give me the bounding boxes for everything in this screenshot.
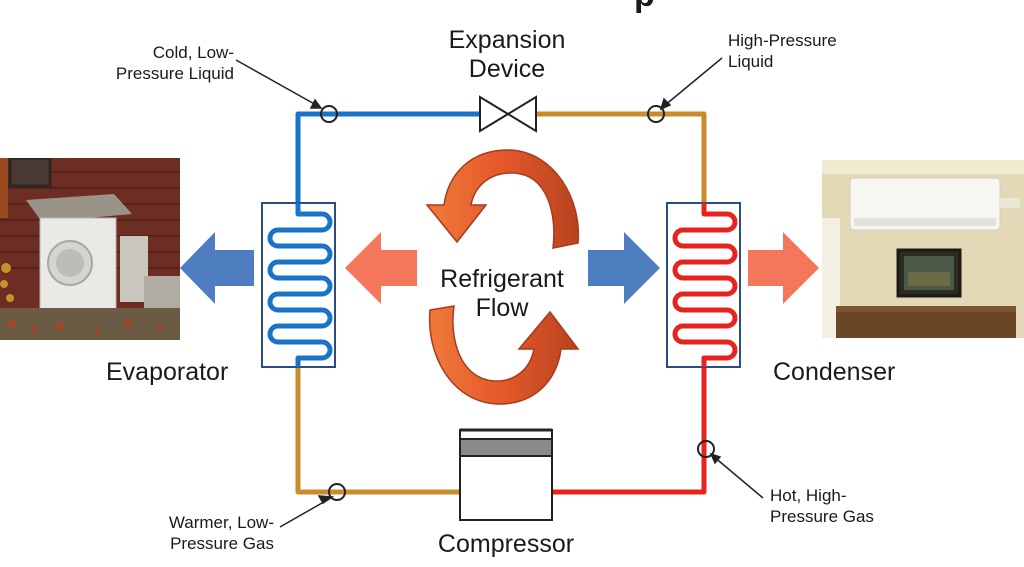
evaporator-label: Evaporator (106, 358, 229, 386)
compressor-icon (459, 428, 553, 521)
evaporator-coil (261, 202, 336, 368)
condenser-coil (666, 202, 741, 368)
state-label-bottom-left: Warmer, Low- Pressure Gas (168, 513, 274, 553)
state-label-bottom-right: Hot, High- Pressure Gas (770, 486, 874, 526)
pipe-warm-bottom (295, 367, 460, 495)
condenser-label: Condenser (773, 358, 896, 386)
leader-arrows (235, 57, 764, 528)
indoor-unit-photo (822, 160, 1024, 338)
state-label-top-left: Cold, Low- Pressure Liquid (115, 43, 234, 83)
state-point-bottom-left (328, 483, 346, 501)
state-point-top-right (647, 105, 665, 123)
heat-arrow-condenser-out-icon (748, 232, 819, 304)
state-point-top-left (320, 105, 338, 123)
heat-arrow-evaporator-in-icon (345, 232, 417, 304)
state-label-top-right: High-Pressure Liquid (728, 31, 837, 71)
outdoor-unit-photo (0, 158, 180, 340)
title-fragment: p (634, 0, 655, 13)
heat-arrow-condenser-in-icon (588, 232, 660, 304)
refrigerant-flow-label: Refrigerant Flow (440, 265, 564, 322)
flow-arrow-bottom-icon (428, 305, 580, 405)
heat-arrow-evaporator-out-icon (180, 232, 254, 304)
pipe-warm-top (536, 111, 707, 203)
expansion-valve-icon (479, 95, 537, 133)
expansion-device-label: Expansion Device (448, 26, 566, 83)
flow-arrow-top-icon (425, 149, 580, 249)
state-point-bottom-right (697, 440, 715, 458)
compressor-label: Compressor (437, 530, 575, 558)
pipe-hot-bottom (552, 367, 707, 495)
pipe-cold-top (295, 111, 480, 203)
